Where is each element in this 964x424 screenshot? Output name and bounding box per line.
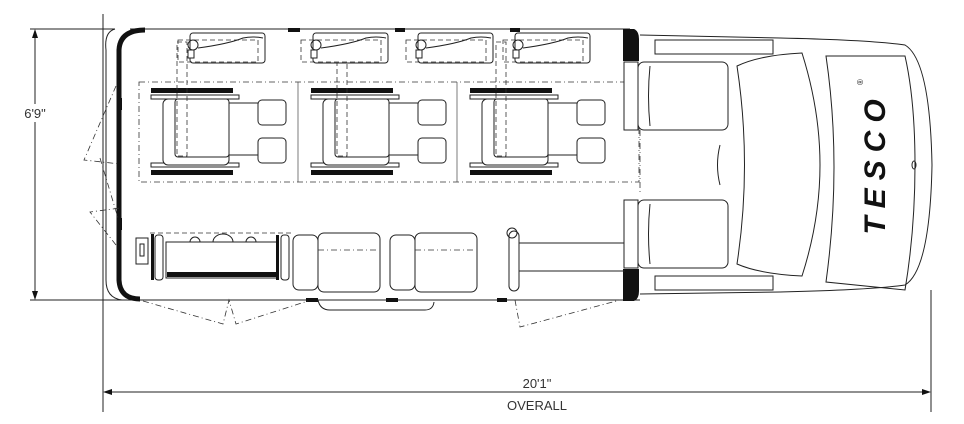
- bench-seat: [292, 232, 381, 293]
- step-well: [317, 299, 435, 311]
- length-dimension: 20'1" OVERALL: [102, 14, 932, 413]
- logo-trademark: ®: [856, 79, 865, 85]
- wheelchair: [310, 41, 447, 175]
- wheelchair-lift: [135, 232, 292, 281]
- length-label: 20'1": [523, 376, 552, 391]
- wheelchair: [150, 41, 287, 175]
- logo-text: TESCO: [859, 91, 892, 234]
- wheelchair-zone: [138, 81, 640, 183]
- flip-seat: [405, 32, 494, 64]
- bus-body: [83, 27, 639, 328]
- tesco-logo: TESCO ®: [856, 79, 892, 235]
- bench-seat: [389, 232, 478, 293]
- cab-seat: [623, 199, 729, 269]
- length-caption: OVERALL: [507, 398, 567, 413]
- wheelchair: [469, 41, 606, 175]
- flip-seat: [300, 32, 389, 64]
- width-label: 6'9": [24, 106, 46, 121]
- flip-seat: [177, 32, 266, 64]
- entry-handrail: [506, 130, 641, 292]
- cab-seat: [623, 61, 729, 131]
- flip-seat: [502, 32, 591, 64]
- cab: [639, 34, 933, 295]
